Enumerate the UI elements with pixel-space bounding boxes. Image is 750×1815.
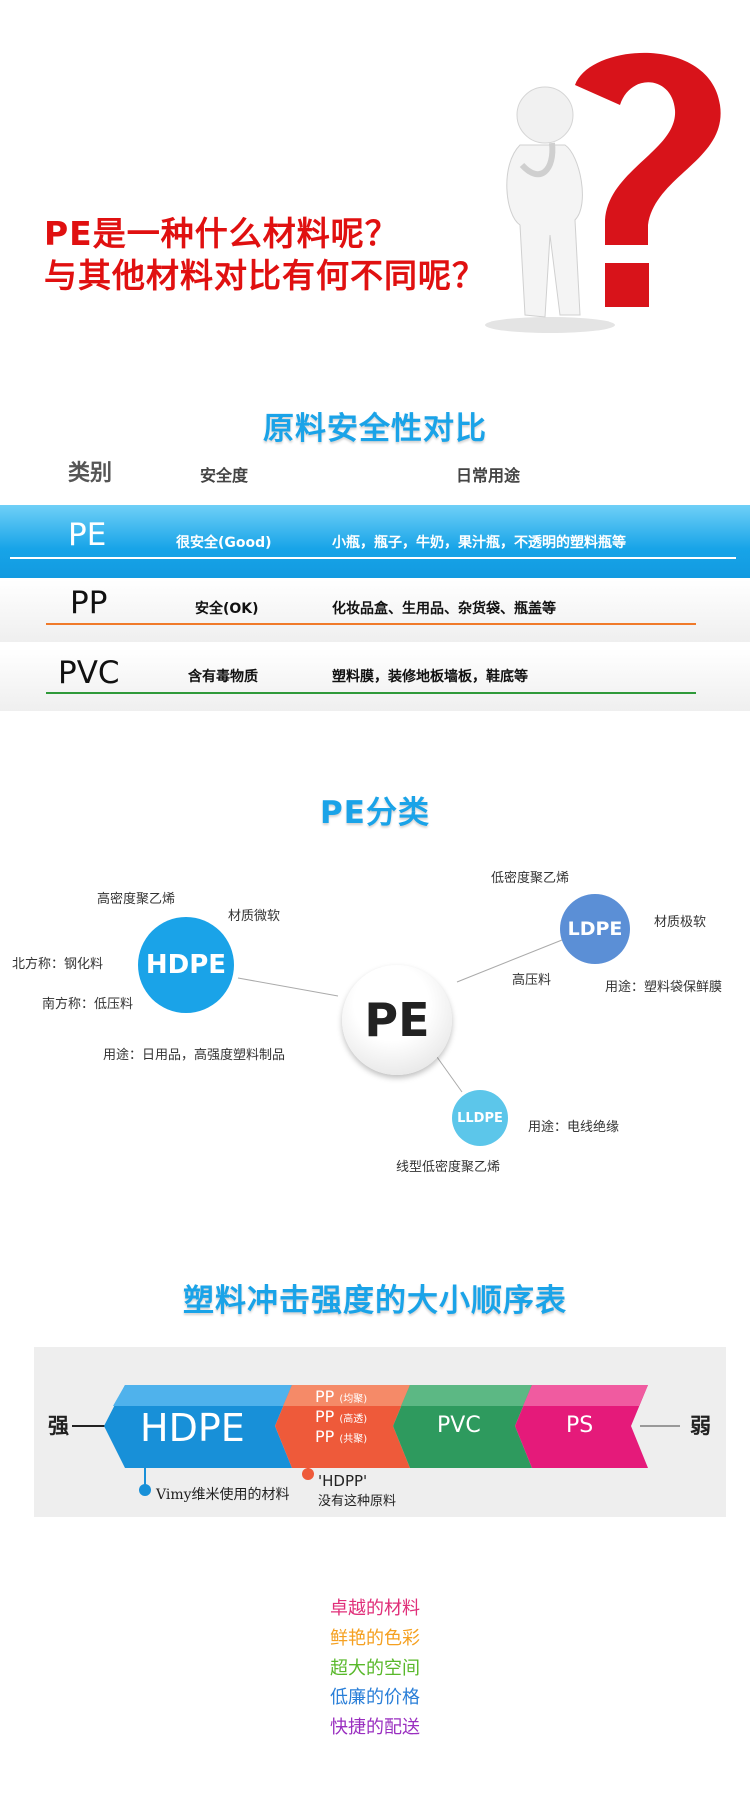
- note-hdpe: Vimy维米使用的材料: [156, 1487, 290, 1503]
- strong-label: 强: [48, 1414, 69, 1438]
- ldpe-label: LDPE: [567, 918, 623, 940]
- row-divider: [46, 692, 696, 694]
- feature-4: 低廉的价格: [330, 1687, 420, 1708]
- feature-2: 鲜艳的色彩: [330, 1628, 420, 1649]
- pp-sub-2: (高透): [339, 1414, 368, 1425]
- material-cell: PVC: [58, 655, 120, 691]
- usage-cell: 化妆品盒、生用品、杂货袋、瓶盖等: [332, 601, 556, 617]
- hero-line-1: PE是一种什么材料呢？: [44, 214, 399, 253]
- classification-section-title: PE分类: [320, 795, 430, 831]
- hdpe-name: 高密度聚乙烯: [97, 892, 176, 907]
- table-row-pvc: PVC 含有毒物质 塑料膜，装修地板墙板，鞋底等: [0, 649, 750, 711]
- lldpe-name: 线型低密度聚乙烯: [396, 1160, 501, 1175]
- pp-sub-3: (共聚): [339, 1434, 368, 1445]
- safety-cell: 安全(OK): [195, 601, 259, 617]
- impact-section-title: 塑料冲击强度的大小顺序表: [183, 1283, 567, 1319]
- pp-main-2: PP: [315, 1407, 335, 1426]
- hdpe-segment-label: HDPE: [140, 1406, 245, 1450]
- pe-center-bubble: PE: [342, 965, 452, 1075]
- safety-section-title: 原料安全性对比: [263, 411, 487, 447]
- feature-3: 超大的空间: [330, 1658, 420, 1679]
- material-cell: PP: [70, 585, 108, 621]
- header-category: 类别: [68, 461, 113, 486]
- lldpe-bubble: LLDPE: [452, 1090, 508, 1146]
- header-usage: 日常用途: [456, 466, 521, 485]
- feature-1: 卓越的材料: [330, 1598, 420, 1619]
- pp-segment-labels: PP (均聚) PP (高透) PP (共聚): [315, 1388, 367, 1448]
- hdpe-bubble: HDPE: [138, 917, 234, 1013]
- hdpe-feel: 材质微软: [228, 909, 281, 924]
- feature-5: 快捷的配送: [330, 1717, 420, 1738]
- hdpe-label: HDPE: [145, 950, 227, 980]
- header-safety: 安全度: [200, 466, 249, 485]
- pe-center-label: PE: [364, 993, 430, 1047]
- hero-title: PE是一种什么材料呢？ 与其他材料对比有何不同呢？: [44, 213, 486, 297]
- lldpe-label: LLDPE: [457, 1110, 503, 1126]
- hdpe-south-name: 南方称：低压料: [42, 997, 134, 1012]
- ldpe-alias: 高压料: [512, 973, 552, 988]
- weak-label: 弱: [690, 1414, 711, 1438]
- ps-segment-label: PS: [566, 1413, 594, 1438]
- hero-line-2: 与其他材料对比有何不同呢？: [44, 256, 486, 295]
- ldpe-name: 低密度聚乙烯: [491, 871, 570, 886]
- row-divider: [10, 557, 736, 559]
- pp-main-3: PP: [315, 1427, 335, 1446]
- ldpe-feel: 材质极软: [654, 915, 707, 930]
- usage-cell: 小瓶，瓶子，牛奶，果汁瓶，不透明的塑料瓶等: [332, 535, 626, 551]
- lldpe-use: 用途：电线绝缘: [528, 1120, 620, 1135]
- hdpe-use: 用途：日用品，高强度塑料制品: [103, 1048, 286, 1063]
- material-cell: PE: [68, 517, 107, 553]
- safety-cell: 很安全(Good): [176, 535, 272, 551]
- impact-order-bar: [72, 1385, 680, 1496]
- row-divider: [46, 623, 696, 625]
- table-row-pe: PE 很安全(Good) 小瓶，瓶子，牛奶，果汁瓶，不透明的塑料瓶等: [0, 505, 750, 578]
- table-row-pp: PP 安全(OK) 化妆品盒、生用品、杂货袋、瓶盖等: [0, 580, 750, 642]
- hdpe-north-name: 北方称：钢化料: [12, 957, 104, 972]
- ldpe-bubble: LDPE: [560, 894, 630, 964]
- ldpe-use: 用途：塑料袋保鲜膜: [605, 980, 723, 995]
- pp-sub-1: (均聚): [339, 1394, 368, 1405]
- thinking-figure-question-mark: [485, 52, 721, 333]
- usage-cell: 塑料膜，装修地板墙板，鞋底等: [332, 669, 528, 685]
- safety-cell: 含有毒物质: [188, 669, 258, 685]
- pvc-segment-label: PVC: [437, 1413, 481, 1438]
- note-hdpp-2: 没有这种原料: [318, 1494, 397, 1509]
- note-hdpp-1: 'HDPP': [318, 1472, 368, 1490]
- pp-main-1: PP: [315, 1387, 335, 1406]
